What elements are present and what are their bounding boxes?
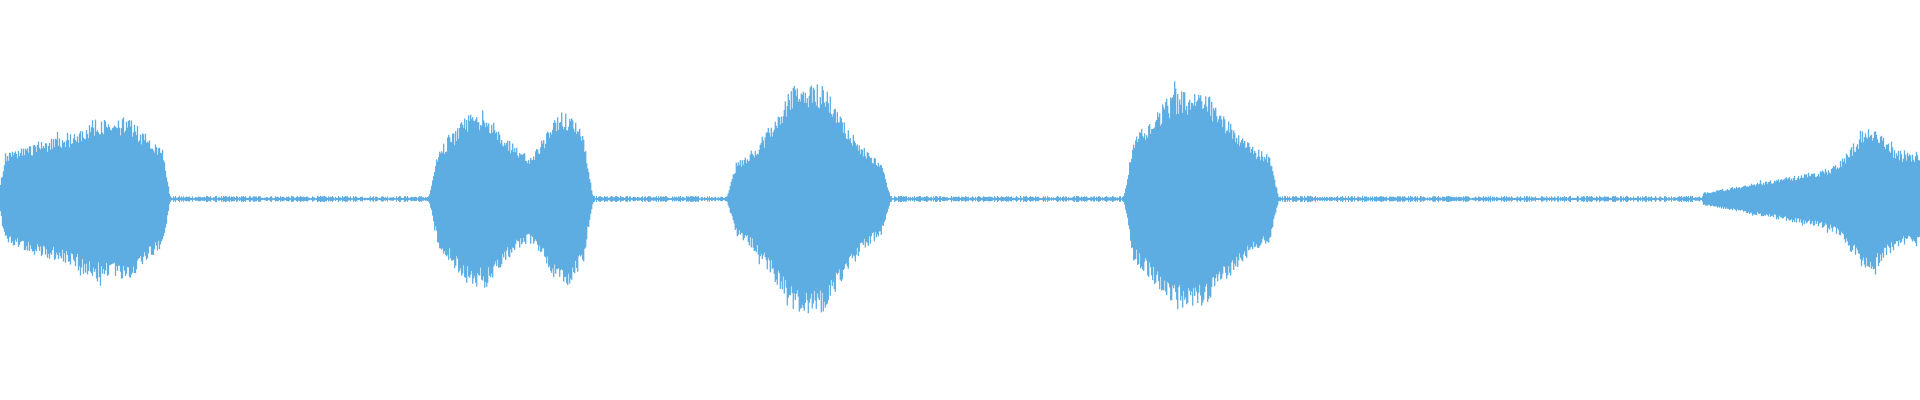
waveform-segment-4 [1124,81,1280,310]
waveform-segments [0,81,1920,314]
waveform-baseline-noise [0,195,1920,203]
waveform-segment-1 [0,117,171,286]
waveform-segment-5 [1702,129,1920,275]
waveform-segment-2 [429,110,595,288]
waveform-segment-3 [726,84,892,314]
